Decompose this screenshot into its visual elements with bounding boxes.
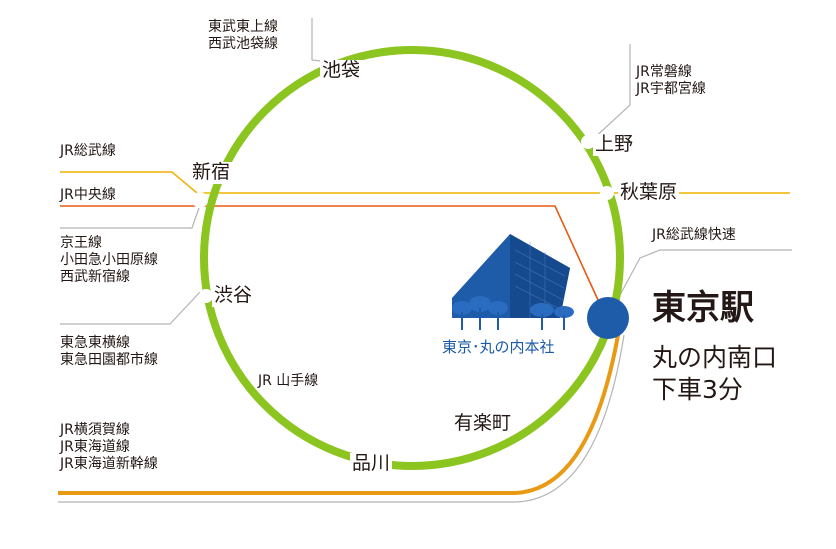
shibuya-transfer-lines: 東急東横線 東急田園都市線 <box>60 335 158 369</box>
chuo-line <box>60 205 599 301</box>
transfer-line: 京王線 <box>60 235 102 251</box>
ikebukuro-connector <box>311 18 331 63</box>
station-shibuya: 渋谷 <box>212 284 255 307</box>
station-shinjuku: 新宿 <box>190 161 233 184</box>
transfer-line: JR常磐線 <box>636 64 692 80</box>
sobu-line <box>60 171 790 194</box>
chuo-line-label: JR中央線 <box>60 187 116 203</box>
station-ikebukuro: 池袋 <box>320 59 363 82</box>
ikebukuro-transfer-lines: 東武東上線 西武池袋線 <box>208 19 278 53</box>
tokyo-station-marker <box>587 297 629 339</box>
transfer-line: 西武池袋線 <box>208 36 278 53</box>
station-ueno: 上野 <box>593 133 636 156</box>
transfer-line: JR東海道線 <box>60 439 130 456</box>
transfer-line: 東武東上線 <box>208 19 278 35</box>
sobu-line-label: JR総武線 <box>60 143 116 159</box>
tokaido-line <box>58 334 620 495</box>
yamanote-line-label: JR 山手線 <box>258 373 319 389</box>
destination-walk-time: 下車3分 <box>652 375 743 404</box>
transfer-line: JR東海道新幹線 <box>60 456 158 473</box>
transfer-line: JR横須賀線 <box>60 422 130 438</box>
office-building-icon <box>452 234 574 330</box>
station-shinagawa: 品川 <box>350 452 393 475</box>
station-akihabara: 秋葉原 <box>618 181 680 204</box>
office-label: 東京･丸の内本社 <box>442 338 555 356</box>
transfer-line: 小田急小田原線 <box>60 252 158 269</box>
ueno-node <box>581 135 595 149</box>
ueno-connector <box>589 44 631 143</box>
transfer-line: 西武新宿線 <box>60 269 130 286</box>
station-yurakucho: 有楽町 <box>452 412 514 435</box>
akihabara-node <box>600 186 614 200</box>
shinjuku-private-connector <box>60 204 201 229</box>
sobu-rapid-line-label: JR総武線快速 <box>652 227 736 243</box>
shibuya-connector <box>60 291 201 325</box>
ueno-transfer-lines: JR常磐線 JR宇都宮線 <box>636 64 706 98</box>
transfer-line: JR宇都宮線 <box>636 81 706 98</box>
yamanote-line-loop <box>200 46 624 470</box>
transfer-line: 東急東横線 <box>60 335 130 351</box>
transfer-line: 東急田園都市線 <box>60 352 158 369</box>
tokyo-rapid-connector <box>619 249 792 296</box>
shinagawa-transfer-lines: JR横須賀線 JR東海道線 JR東海道新幹線 <box>60 422 158 473</box>
shinjuku-node <box>192 192 208 208</box>
destination-exit: 丸の内南口 <box>652 343 778 372</box>
tokaido-grey-line <box>58 334 625 503</box>
destination-station-name: 東京駅 <box>652 288 754 328</box>
shinjuku-transfer-lines: 京王線 小田急小田原線 西武新宿線 <box>60 235 158 286</box>
shibuya-node <box>199 289 213 303</box>
